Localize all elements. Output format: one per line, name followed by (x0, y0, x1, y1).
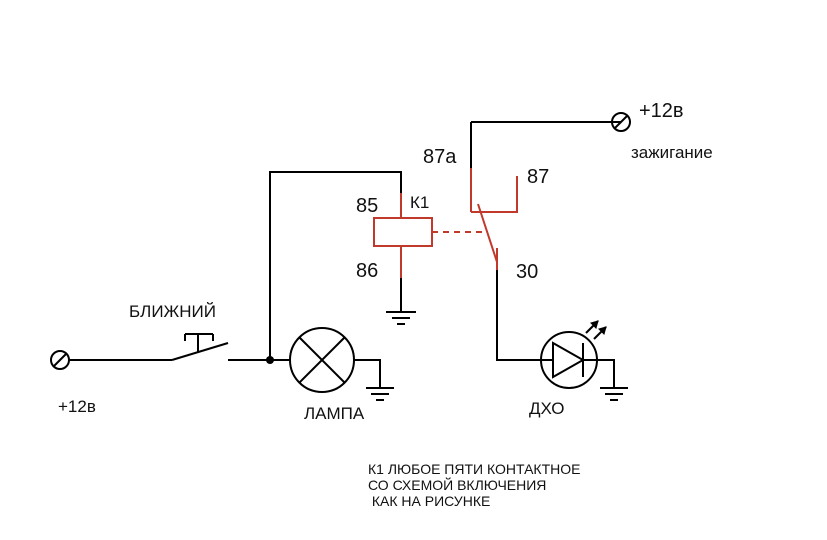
relay-coil-icon (373, 217, 433, 247)
left-supply-terminal-icon (50, 350, 70, 370)
pin-87a-label: 87а (423, 146, 457, 168)
switch-label: БЛИЖНИЙ (129, 302, 216, 321)
pin-85-label: 85 (356, 195, 378, 217)
relay-k1-label: К1 (410, 193, 429, 212)
coil-ground-icon (386, 311, 416, 325)
relay-contact-icon (470, 168, 518, 270)
led-icon (540, 331, 598, 389)
pin-30-label: 30 (516, 261, 538, 283)
left-supply-label: +12в (58, 397, 96, 416)
ignition-label: зажигание (631, 143, 713, 162)
note-line-2: СО СХЕМОЙ ВКЛЮЧЕНИЯ (368, 476, 546, 493)
wire-pin30-to-led (496, 270, 540, 361)
led-label: ДХО (529, 399, 565, 418)
push-switch-icon (171, 333, 229, 361)
right-supply-label: +12в (639, 100, 684, 122)
ignition-supply-terminal-icon (611, 112, 631, 132)
lamp-icon (289, 327, 355, 393)
note-line-1: К1 ЛЮБОЕ ПЯТИ КОНТАКТНОЕ (368, 461, 580, 477)
lamp-label: ЛАМПА (304, 404, 365, 423)
wire-led-to-ground (597, 359, 615, 388)
pin-87-label: 87 (527, 166, 549, 188)
lamp-ground-icon (366, 387, 394, 401)
pin-86-label: 86 (356, 260, 378, 282)
wire-lamp-to-ground (354, 359, 381, 388)
note-line-3: КАК НА РИСУНКЕ (368, 493, 490, 509)
led-ground-icon (600, 387, 628, 401)
led-emission-arrows-icon (585, 320, 607, 340)
wire-junction-to-pin85 (269, 171, 402, 360)
